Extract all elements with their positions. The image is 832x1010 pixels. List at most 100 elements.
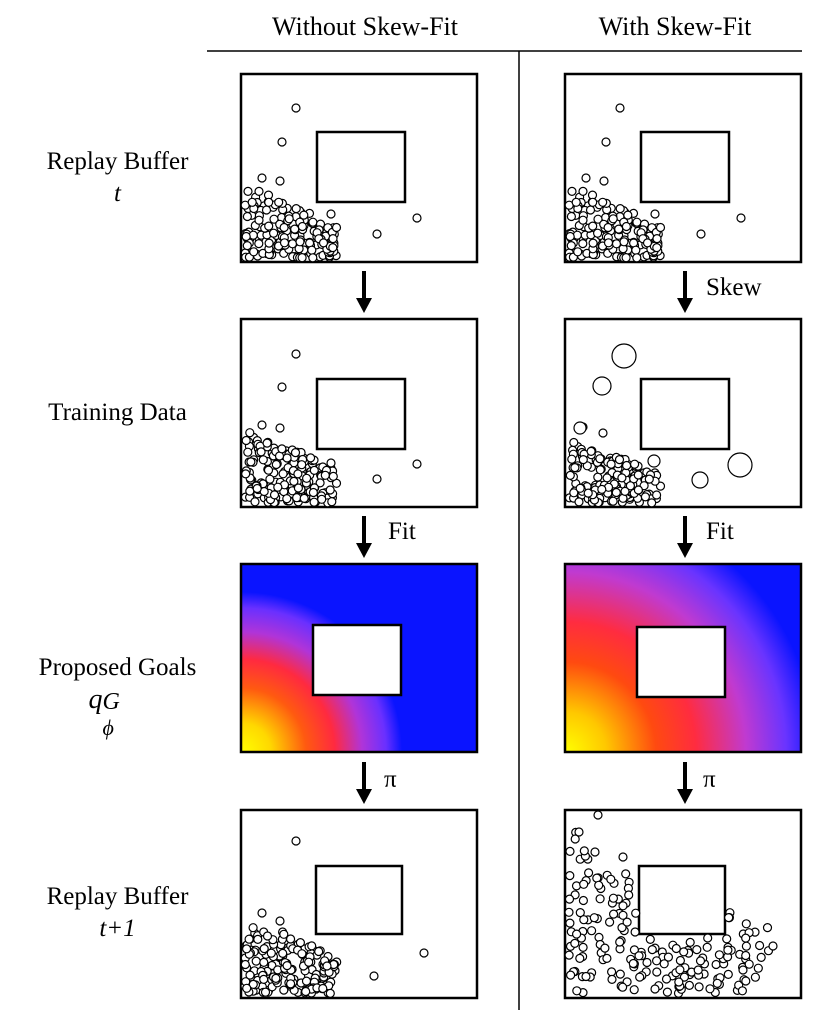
sample-point: [241, 231, 251, 242]
sample-point: [308, 253, 318, 263]
sample-point: [604, 917, 615, 927]
sample-point: [412, 213, 422, 223]
sample-point: [633, 485, 644, 495]
sample-point: [617, 922, 627, 933]
sample-point: [581, 971, 591, 982]
sample-point: [291, 103, 301, 113]
sample-point: [617, 982, 628, 992]
sample-point: [642, 238, 653, 248]
obstacle: [639, 377, 731, 451]
sample-point: [291, 836, 301, 846]
sample-point: [282, 453, 292, 463]
sample-point: [282, 960, 292, 971]
sample-points: [564, 103, 746, 263]
sample-point: [650, 984, 660, 994]
sample-point: [278, 469, 288, 479]
sample-point: [570, 938, 580, 949]
sample-point: [594, 880, 604, 890]
sample-point: [306, 453, 316, 463]
sample-point: [254, 239, 264, 249]
sample-point: [621, 869, 631, 879]
sample-point: [684, 980, 695, 991]
sample-point: [372, 229, 382, 239]
sample-point: [297, 460, 307, 470]
sample-point: [277, 382, 287, 392]
sample-point: [322, 961, 332, 971]
sample-point: [598, 197, 608, 207]
sample-point: [578, 942, 588, 953]
sample-point: [703, 933, 713, 943]
sample-point: [252, 483, 262, 494]
sample-point: [286, 979, 296, 989]
sample-point: [279, 929, 289, 939]
obstacle: [311, 623, 403, 697]
q-superscript: G: [102, 689, 120, 715]
sample-point: [565, 470, 575, 480]
sample-point: [631, 245, 641, 255]
sample-point: [264, 197, 274, 207]
sample-point: [633, 470, 643, 480]
sample-point: [595, 465, 605, 475]
sample-point: [574, 497, 584, 507]
sample-point: [299, 493, 309, 503]
sample-point: [247, 197, 257, 207]
sample-point: [243, 186, 253, 196]
sample-point: [327, 497, 337, 507]
sample-point: [625, 481, 636, 491]
sample-point: [567, 454, 577, 464]
sample-point: [651, 956, 662, 966]
sample-point: [565, 231, 575, 242]
sample-point: [608, 496, 618, 506]
sample-point: [618, 852, 628, 862]
sample-point: [564, 894, 575, 904]
sample-point: [685, 937, 695, 948]
sample-point: [762, 922, 773, 933]
sample-point: [242, 983, 252, 993]
sample-point: [297, 949, 307, 959]
sample-point: [572, 986, 582, 996]
sample-point: [615, 204, 625, 214]
arrow-down-right-3: [677, 762, 693, 804]
sample-point: [566, 241, 576, 251]
sample-point: [619, 237, 629, 247]
sample-point: [299, 210, 309, 220]
sample-point: [652, 243, 662, 253]
sample-point: [241, 435, 251, 446]
sample-point: [419, 948, 429, 958]
panel-replay-buffer-right: [563, 72, 803, 264]
sample-point: [756, 952, 766, 963]
sample-point: [569, 488, 579, 498]
sample-point: [629, 985, 639, 995]
sample-point: [727, 452, 753, 478]
sample-point: [754, 940, 765, 951]
sample-point: [277, 444, 287, 454]
sample-point: [662, 987, 673, 997]
sample-point: [614, 455, 625, 465]
sample-point: [307, 941, 317, 951]
sample-point: [241, 469, 251, 479]
sample-point: [282, 494, 292, 504]
sample-point: [308, 487, 318, 498]
sample-point: [290, 224, 300, 234]
sample-point: [257, 908, 267, 918]
sample-point: [275, 423, 285, 433]
sample-point: [245, 428, 255, 438]
sample-point: [714, 950, 725, 960]
arrow-down-right-2: [677, 516, 693, 558]
sample-point: [257, 420, 267, 430]
sample-point: [372, 474, 382, 484]
sample-point: [642, 957, 652, 968]
sample-point: [326, 209, 336, 219]
sample-point: [586, 446, 596, 456]
sample-point: [573, 247, 583, 257]
sample-point: [579, 879, 589, 889]
sample-point: [692, 944, 702, 955]
sample-point: [240, 959, 250, 970]
sample-point: [328, 234, 338, 244]
sample-point: [741, 950, 751, 961]
sample-point: [695, 956, 706, 966]
sample-point: [575, 907, 585, 918]
sample-point: [250, 497, 260, 507]
sample-point: [290, 448, 301, 458]
